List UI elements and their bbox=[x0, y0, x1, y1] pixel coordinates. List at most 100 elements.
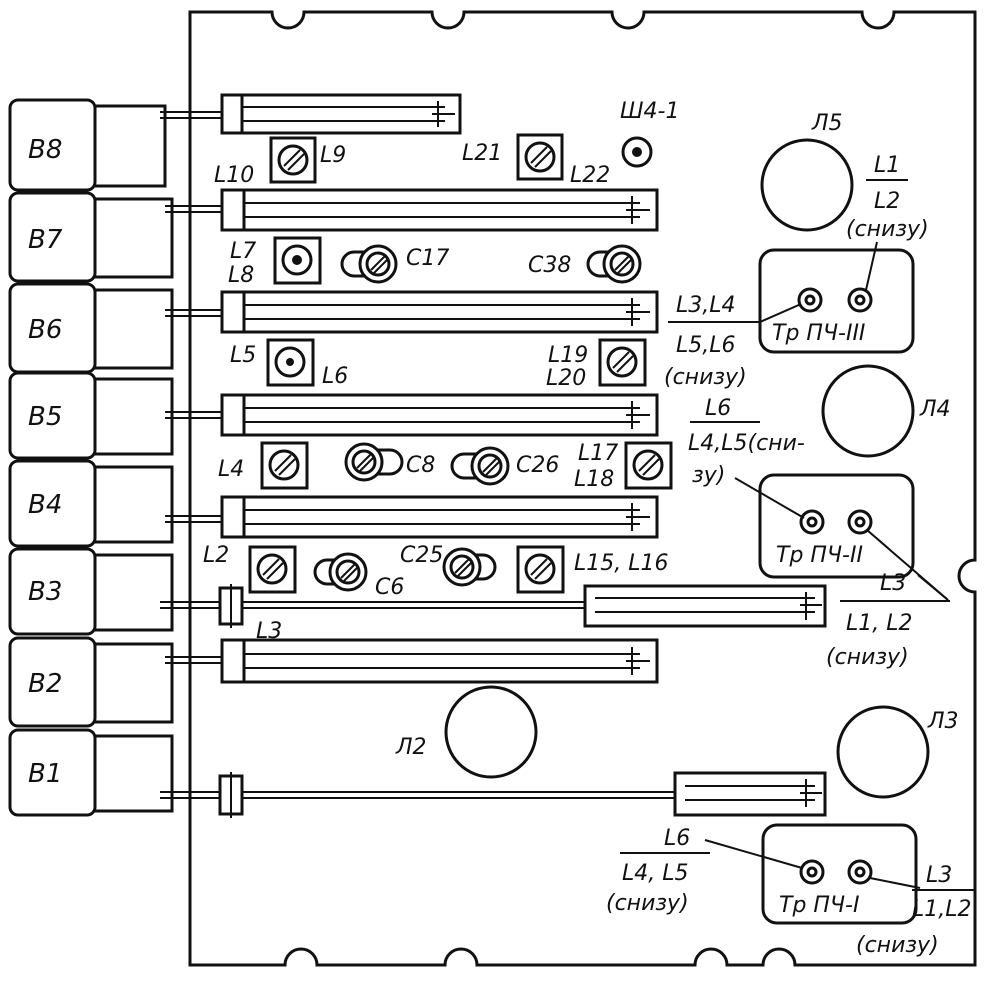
rod-b4 bbox=[165, 495, 659, 539]
block-b1-label: B1 bbox=[28, 759, 62, 789]
block-b3-label: B3 bbox=[28, 577, 62, 607]
lamp-l2 bbox=[444, 685, 538, 779]
coil-l17-l18[interactable] bbox=[624, 441, 673, 490]
label-transformer-if-2: Тр ПЧ-II bbox=[776, 543, 863, 568]
rod-b5 bbox=[165, 393, 659, 437]
label-c6: C6 bbox=[375, 575, 404, 600]
label-l3: L3 bbox=[256, 619, 282, 644]
svg-text:L6: L6 bbox=[664, 826, 690, 851]
block-b2-label: B2 bbox=[28, 669, 62, 699]
label-l5: L5 bbox=[230, 343, 256, 368]
svg-text:L4,L5(сни-: L4,L5(сни- bbox=[688, 431, 805, 456]
label-c26: C26 bbox=[516, 453, 559, 478]
label-l18: L18 bbox=[574, 467, 614, 492]
svg-text:L1,L2: L1,L2 bbox=[912, 897, 972, 922]
leader-lines bbox=[704, 241, 949, 889]
svg-text:(снизу): (снизу) bbox=[826, 645, 909, 670]
label-socket: Ш4-1 bbox=[620, 99, 679, 124]
label-c17: C17 bbox=[406, 246, 449, 271]
lamp-l5 bbox=[760, 138, 854, 232]
block-b6: B6 bbox=[8, 282, 174, 374]
svg-text:L5,L6: L5,L6 bbox=[676, 333, 736, 358]
svg-text:(снизу): (снизу) bbox=[846, 217, 929, 242]
svg-text:L2: L2 bbox=[874, 189, 900, 214]
lamp-l3 bbox=[836, 705, 930, 799]
label-l9: L9 bbox=[320, 143, 346, 168]
svg-text:L6: L6 bbox=[705, 396, 731, 421]
coil-l19-l20[interactable] bbox=[598, 338, 647, 387]
label-l2: L2 bbox=[203, 543, 229, 568]
label-lamp-l3: Л3 bbox=[927, 709, 959, 734]
coil-l21-l22[interactable] bbox=[516, 133, 564, 181]
note-tr2-left: L6 L4,L5(сни- зу) bbox=[688, 396, 805, 488]
block-b8-label: B8 bbox=[28, 135, 62, 165]
block-b5: B5 bbox=[8, 371, 174, 460]
capacitor-c17[interactable] bbox=[340, 244, 398, 284]
transformer-if-1[interactable] bbox=[761, 823, 918, 925]
label-transformer-if-3: Тр ПЧ-III bbox=[772, 321, 865, 346]
svg-text:L1: L1 bbox=[874, 153, 900, 178]
block-b3: B3 bbox=[8, 547, 174, 636]
label-l15-l16: L15, L16 bbox=[574, 551, 669, 576]
note-tr1-right: L3 L1,L2 (снизу) bbox=[856, 863, 975, 958]
svg-text:(снизу): (снизу) bbox=[856, 933, 939, 958]
svg-text:L4, L5: L4, L5 bbox=[622, 861, 689, 886]
block-b6-label: B6 bbox=[28, 315, 62, 345]
rod-b6 bbox=[165, 290, 659, 334]
block-b1: B1 bbox=[8, 728, 174, 817]
transformer-if-3[interactable] bbox=[758, 248, 915, 354]
svg-text:зу): зу) bbox=[692, 463, 725, 488]
block-b7-label: B7 bbox=[28, 225, 63, 255]
coil-l7-l8[interactable] bbox=[273, 236, 322, 285]
label-l17: L17 bbox=[578, 441, 618, 466]
capacitor-c26[interactable] bbox=[450, 446, 510, 486]
coil-l4[interactable] bbox=[260, 441, 309, 490]
label-lamp-l4: Л4 bbox=[919, 397, 951, 422]
capacitor-c25[interactable] bbox=[442, 547, 497, 587]
block-b7: B7 bbox=[8, 191, 174, 283]
lamp-l4 bbox=[821, 364, 915, 458]
capacitor-c8[interactable] bbox=[344, 442, 404, 482]
label-l19: L19 bbox=[548, 343, 588, 368]
svg-text:L3,L4: L3,L4 bbox=[676, 293, 736, 318]
label-c25: C25 bbox=[400, 543, 443, 568]
capacitor-c6[interactable] bbox=[313, 552, 368, 592]
rod-b3 bbox=[160, 584, 827, 628]
label-l4: L4 bbox=[218, 457, 244, 482]
label-l21: L21 bbox=[462, 141, 502, 166]
label-lamp-l2: Л2 bbox=[395, 735, 427, 760]
coil-l10-l9[interactable] bbox=[269, 136, 317, 184]
label-l7: L7 bbox=[230, 239, 256, 264]
socket-sh4-1[interactable] bbox=[621, 136, 653, 168]
coil-l2-l3[interactable] bbox=[248, 545, 297, 594]
svg-text:L1, L2: L1, L2 bbox=[846, 611, 913, 636]
svg-text:L3: L3 bbox=[880, 571, 906, 596]
board-outline bbox=[188, 10, 977, 967]
label-l8: L8 bbox=[228, 263, 254, 288]
transformer-if-2[interactable] bbox=[758, 473, 915, 579]
label-transformer-if-1: Тр ПЧ-I bbox=[779, 893, 859, 918]
label-c8: C8 bbox=[406, 453, 435, 478]
svg-text:(снизу): (снизу) bbox=[664, 365, 747, 390]
label-l22: L22 bbox=[570, 163, 610, 188]
label-lamp-l5: Л5 bbox=[811, 111, 843, 136]
coil-l5-l6[interactable] bbox=[266, 338, 315, 387]
label-l6: L6 bbox=[322, 364, 348, 389]
block-b2: B2 bbox=[8, 636, 174, 728]
svg-text:(снизу): (снизу) bbox=[606, 891, 689, 916]
rod-b1 bbox=[160, 771, 827, 818]
rod-b2 bbox=[165, 638, 659, 684]
label-c38: C38 bbox=[528, 253, 571, 278]
block-b5-label: B5 bbox=[28, 402, 62, 432]
note-tr2-right: L3 L1, L2 (снизу) bbox=[826, 571, 950, 670]
note-tr3-left: L3,L4 L5,L6 (снизу) bbox=[664, 293, 760, 390]
rod-b7 bbox=[165, 188, 659, 232]
note-tr3-top: L1 L2 (снизу) bbox=[846, 153, 929, 242]
note-tr1-left: L6 L4, L5 (снизу) bbox=[606, 826, 710, 916]
label-l10: L10 bbox=[214, 163, 254, 188]
coil-l15-l16[interactable] bbox=[516, 545, 565, 594]
capacitor-c38[interactable] bbox=[586, 244, 642, 284]
block-b4: B4 bbox=[8, 459, 174, 548]
